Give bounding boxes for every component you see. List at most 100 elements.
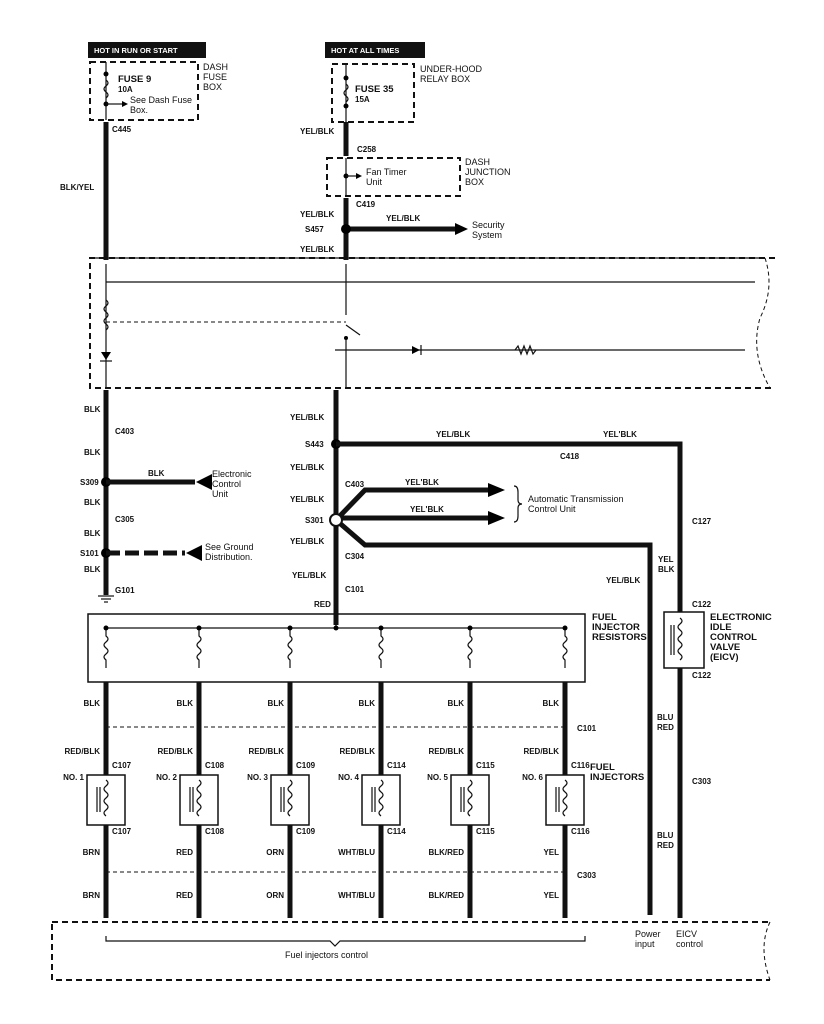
ecu-label: Unit: [212, 489, 229, 499]
wire-color-label: BLU: [657, 831, 674, 840]
resistors-label: FUEL: [592, 612, 617, 623]
resistor-icon: [287, 628, 293, 668]
wire-color-label: RED/BLK: [339, 747, 375, 756]
injector-number: NO. 1: [63, 773, 84, 782]
atcu-label: Control Unit: [528, 504, 576, 514]
eicv-valve: [663, 611, 705, 669]
connector-label: C115: [476, 827, 495, 836]
wire-color-label: BLK: [84, 448, 101, 457]
connector-c101: C101: [577, 724, 597, 733]
wire-color-label: YEL/BLK: [290, 495, 324, 504]
left-ground-circuit: [98, 390, 212, 603]
box-label: FUSE: [203, 72, 227, 82]
connector-c303: C303: [577, 871, 597, 880]
dash-junction-box: Fan Timer Unit DASH JUNCTION BOX: [326, 157, 511, 197]
wire-color-label: YEL: [658, 555, 674, 564]
eicv-control-label: EICV: [676, 929, 697, 939]
fuel-injectors-label: FUEL: [590, 762, 615, 773]
resistor-icon: [378, 628, 384, 668]
injector-icon: [179, 774, 219, 826]
resistor-icon: [196, 628, 202, 668]
wire-color-label: YEL/BLK: [292, 571, 326, 580]
wire-color-label: RED/BLK: [64, 747, 100, 756]
connector-label: C109: [296, 827, 316, 836]
ecu-label: Electronic: [212, 469, 252, 479]
ground-g101: G101: [115, 586, 135, 595]
injector-icon: [545, 774, 585, 826]
connector-c418: C418: [560, 452, 580, 461]
injector-number: NO. 6: [522, 773, 543, 782]
connector-c303: C303: [692, 777, 712, 786]
connector-c122: C122: [692, 600, 712, 609]
under-hood-relay-box: FUSE 35 15A UNDER-HOOD RELAY BOX: [331, 63, 482, 123]
wire-color-label: BLK/RED: [428, 848, 464, 857]
box-label: DASH: [203, 62, 228, 72]
wire-color-label: YEL/BLK: [290, 413, 324, 422]
injector-icon: [270, 774, 310, 826]
connector-c419: C419: [356, 200, 376, 209]
fuel-injector-resistors: [87, 613, 586, 683]
resistors-label: RESISTORS: [592, 632, 647, 643]
connector-label: C108: [205, 827, 225, 836]
wire-color-label: BRN: [83, 891, 101, 900]
wire-color-label: BLK: [84, 699, 101, 708]
power-input-label: input: [635, 939, 655, 949]
security-system-label: Security: [472, 220, 505, 230]
box-label: UNDER-HOOD: [420, 64, 482, 74]
hot-in-run-or-start-header: HOT IN RUN OR START: [88, 42, 206, 58]
connector-c304: C304: [345, 552, 365, 561]
fuse-note: Box.: [130, 105, 148, 115]
fuse-9-label: FUSE 9: [118, 74, 151, 85]
injector-number: NO. 5: [427, 773, 448, 782]
splice-s101: S101: [80, 549, 99, 558]
connector-c305: C305: [115, 515, 135, 524]
wire-color-label: RED: [657, 841, 674, 850]
resistor-icon: [562, 628, 568, 668]
wire-color-label: YEL: [543, 891, 559, 900]
connector-label: C116: [571, 761, 590, 770]
wire-color-label: BLK: [84, 565, 101, 574]
eicv-label: (EICV): [710, 652, 739, 663]
resistors-label: INJECTOR: [592, 622, 640, 633]
wire-color-label: RED/BLK: [428, 747, 464, 756]
header-label: HOT IN RUN OR START: [94, 46, 178, 55]
right-power-circuit: [329, 390, 683, 918]
box-label: BOX: [465, 177, 484, 187]
wire-color-label: YEL'BLK: [603, 430, 637, 439]
wire-color-label: BLK: [658, 565, 675, 574]
connector-c445: C445: [112, 125, 132, 134]
injector-icon: [361, 774, 401, 826]
wire-color-label: BLK: [84, 405, 101, 414]
dash-fuse-box: FUSE 9 10A See Dash Fuse Box. DASH FUSE …: [89, 61, 228, 121]
wire-color-label: YEL: [543, 848, 559, 857]
wire-color-label: RED/BLK: [157, 747, 193, 756]
wire-color-label: RED: [176, 848, 193, 857]
header-label: HOT AT ALL TIMES: [331, 46, 399, 55]
wire-color-label: YEL'BLK: [405, 478, 439, 487]
fuse-rating: 15A: [355, 95, 370, 104]
wire-color-label: RED: [314, 600, 331, 609]
box-label: BOX: [203, 82, 222, 92]
injector-number: NO. 2: [156, 773, 177, 782]
wire-color-label: BLK: [148, 469, 165, 478]
ecu-label: Control: [212, 479, 241, 489]
fuse-rating: 10A: [118, 85, 133, 94]
fan-timer-label: Unit: [366, 177, 383, 187]
box-label: DASH: [465, 157, 490, 167]
injector-number: NO. 4: [338, 773, 359, 782]
wire-color-label: BLK: [84, 498, 101, 507]
wire-color-label: BLK/RED: [428, 891, 464, 900]
fuse-note: See Dash Fuse: [130, 95, 192, 105]
wire-color-label: RED: [657, 723, 674, 732]
splice-s457: S457: [305, 225, 324, 234]
wire-color-label: YEL/BLK: [386, 214, 420, 223]
connector-c258: C258: [357, 145, 377, 154]
wire-color-label: YEL/BLK: [300, 127, 334, 136]
fan-timer-label: Fan Timer: [366, 167, 407, 177]
connector-label: C114: [387, 827, 406, 836]
wire-color-label: WHT/BLU: [338, 891, 375, 900]
wire-color-label: BLK: [177, 699, 194, 708]
